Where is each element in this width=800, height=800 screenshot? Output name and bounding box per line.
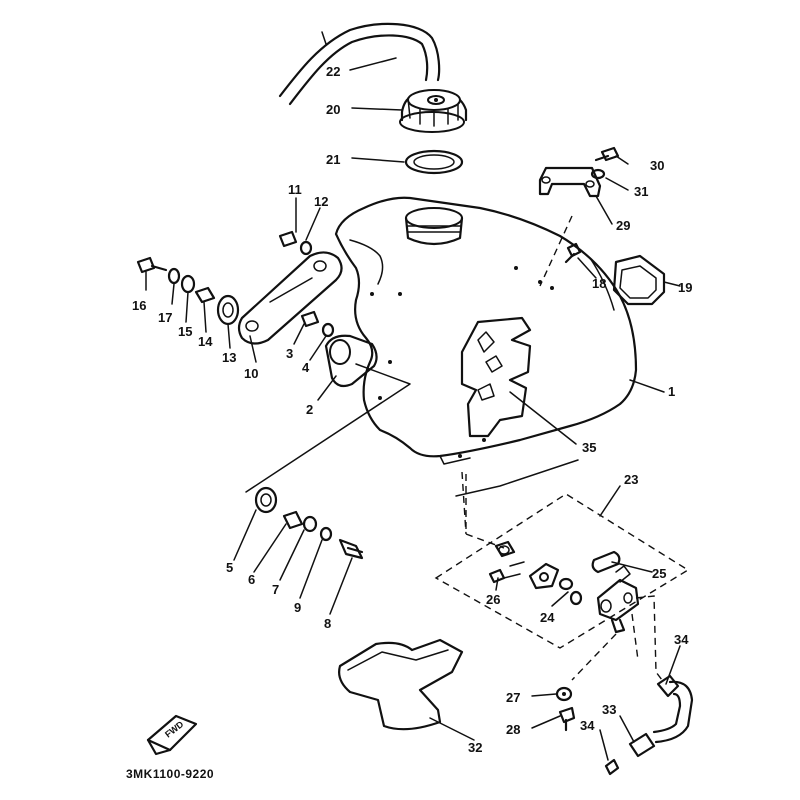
bolt-3: [300, 310, 320, 328]
callout-14: 14: [198, 334, 213, 349]
collar-14: [194, 286, 216, 304]
bolt-18: [564, 242, 582, 264]
cap-gasket: [404, 149, 464, 175]
callout-30: 30: [650, 158, 664, 173]
fwd-arrow-icon: FWD: [146, 714, 198, 756]
callout-20: 20: [326, 102, 340, 117]
callout-24: 24: [540, 610, 555, 625]
callout-17: 17: [158, 310, 172, 325]
callout-16: 16: [132, 298, 146, 313]
seat-pad: [338, 638, 464, 731]
callout-13: 13: [222, 350, 236, 365]
fuel-hose-33: [628, 680, 694, 758]
callout-9: 9: [294, 600, 301, 615]
callout-35: 35: [582, 440, 596, 455]
fuel-tank: [334, 196, 638, 465]
callout-31: 31: [634, 184, 648, 199]
screw-28: [558, 706, 576, 732]
collar-6: [282, 510, 304, 530]
callout-18: 18: [592, 276, 606, 291]
fuel-cap: [399, 89, 468, 133]
washer-4: [321, 322, 335, 338]
washer-17: [167, 267, 181, 285]
hose-clip-34-upper: [656, 674, 680, 698]
callout-29: 29: [616, 218, 630, 233]
callout-5: 5: [226, 560, 233, 575]
callout-21: 21: [326, 152, 340, 167]
washer-31: [590, 168, 606, 180]
bolt-8: [338, 538, 364, 560]
callout-15: 15: [178, 324, 192, 339]
breather-hose: [278, 22, 441, 106]
callout-6: 6: [248, 572, 255, 587]
callout-28: 28: [506, 722, 520, 737]
plate-19: [612, 254, 666, 306]
tank-decal: [460, 316, 532, 438]
callout-3: 3: [286, 346, 293, 361]
washer-7: [302, 515, 318, 533]
callout-25: 25: [652, 566, 666, 581]
callout-1: 1: [668, 384, 675, 399]
callout-labels: 1 2 3 4 5 6 7 8 9 10 11 12 13 14 15 16 1…: [132, 64, 692, 755]
callout-34-lower: 34: [580, 718, 595, 733]
washer-12: [299, 240, 313, 256]
callout-12: 12: [314, 194, 328, 209]
nut-27: [555, 686, 573, 702]
callout-4: 4: [302, 360, 310, 375]
part-code: 3MK1100-9220: [126, 767, 214, 781]
callout-33: 33: [602, 702, 616, 717]
callout-7: 7: [272, 582, 279, 597]
plate-2: [324, 334, 378, 388]
callout-23: 23: [624, 472, 638, 487]
bolt-30: [594, 146, 620, 162]
reference-lines: [245, 215, 579, 534]
washer-15: [180, 274, 196, 294]
bracket-plate-10: [237, 251, 343, 345]
callout-2: 2: [306, 402, 313, 417]
callout-11: 11: [288, 182, 302, 197]
callout-19: 19: [678, 280, 692, 295]
callout-27: 27: [506, 690, 520, 705]
washer-9: [319, 526, 333, 542]
callout-34-upper: 34: [674, 632, 689, 647]
callout-32: 32: [468, 740, 482, 755]
tank-bracket: [538, 166, 602, 198]
leader-lines: [145, 57, 681, 761]
callout-22: 22: [326, 64, 340, 79]
callout-8: 8: [324, 616, 331, 631]
bolt-11: [278, 230, 298, 248]
callout-10: 10: [244, 366, 258, 381]
callout-26: 26: [486, 592, 500, 607]
damper-5: [254, 486, 278, 514]
hose-clip-34-lower: [604, 758, 620, 776]
damper-13: [216, 294, 240, 326]
fuel-cock-assembly: [434, 471, 690, 681]
bolt-16: [136, 256, 168, 274]
